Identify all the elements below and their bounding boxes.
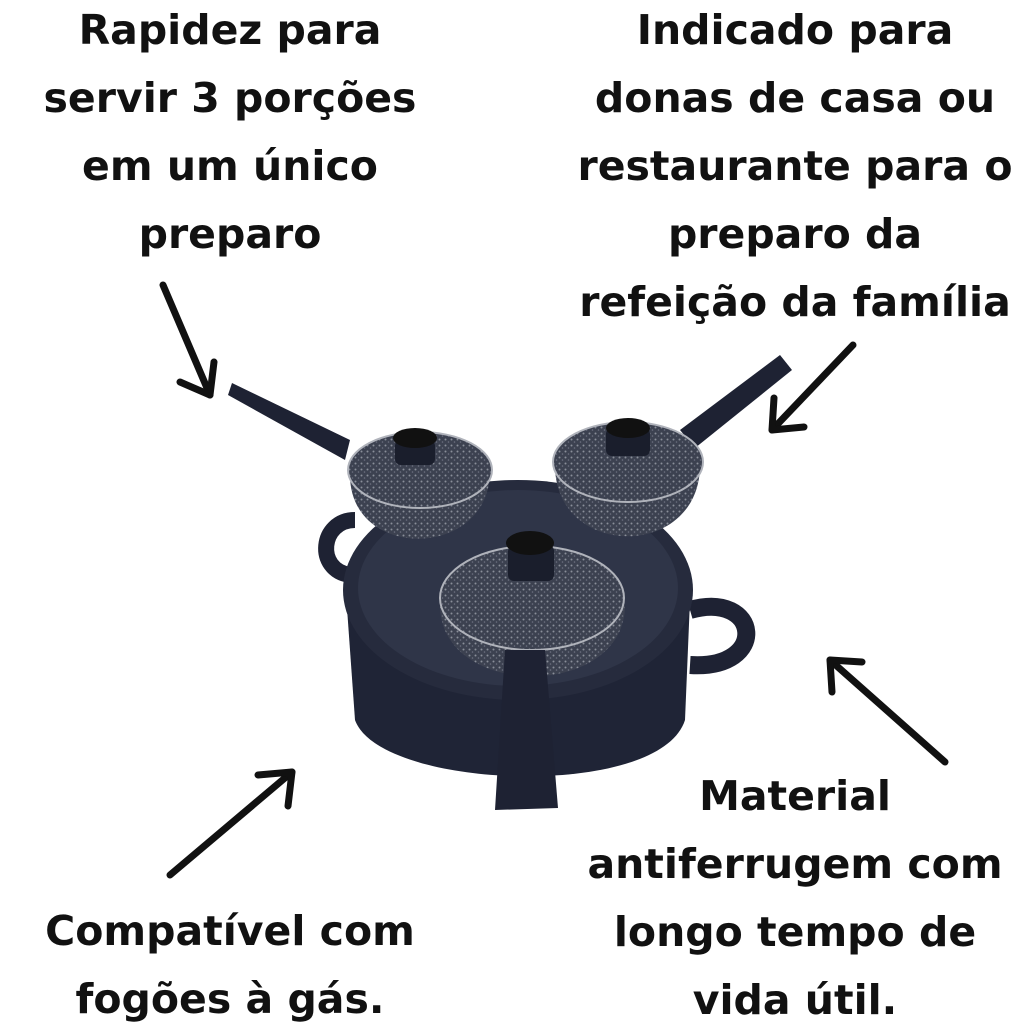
caption-line: fogões à gás. (75, 975, 385, 1023)
caption-line: Compatível com (45, 907, 415, 955)
caption-line: servir 3 porções (43, 74, 417, 122)
caption-line: antiferrugem com (587, 840, 1003, 888)
caption-line: Indicado para (636, 6, 954, 54)
arrow-icon (826, 656, 949, 766)
arrow-icon (166, 768, 296, 879)
arrow-icon (768, 341, 857, 434)
small-saucepan-left (228, 383, 493, 539)
caption-speed: Rapidez para servir 3 porções em um únic… (0, 0, 460, 268)
caption-line: Material (699, 772, 891, 820)
small-saucepan-front (439, 531, 625, 810)
caption-line: preparo (138, 210, 322, 258)
caption-line: longo tempo de (613, 908, 977, 956)
caption-line: preparo da (667, 210, 923, 258)
caption-line: restaurante para o (577, 142, 1013, 190)
caption-material: Material antiferrugem com longo tempo de… (560, 762, 1024, 1034)
caption-compatibility: Compatível com fogões à gás. (0, 897, 460, 1033)
arrow-icon (159, 281, 218, 399)
caption-line: donas de casa ou (594, 74, 996, 122)
caption-audience: Indicado para donas de casa ou restauran… (560, 0, 1024, 336)
caption-line: Rapidez para (78, 6, 382, 54)
caption-line: vida útil. (692, 976, 898, 1024)
caption-line: refeição da família (579, 278, 1011, 326)
small-saucepan-right (552, 355, 792, 537)
caption-line: em um único (82, 142, 378, 190)
